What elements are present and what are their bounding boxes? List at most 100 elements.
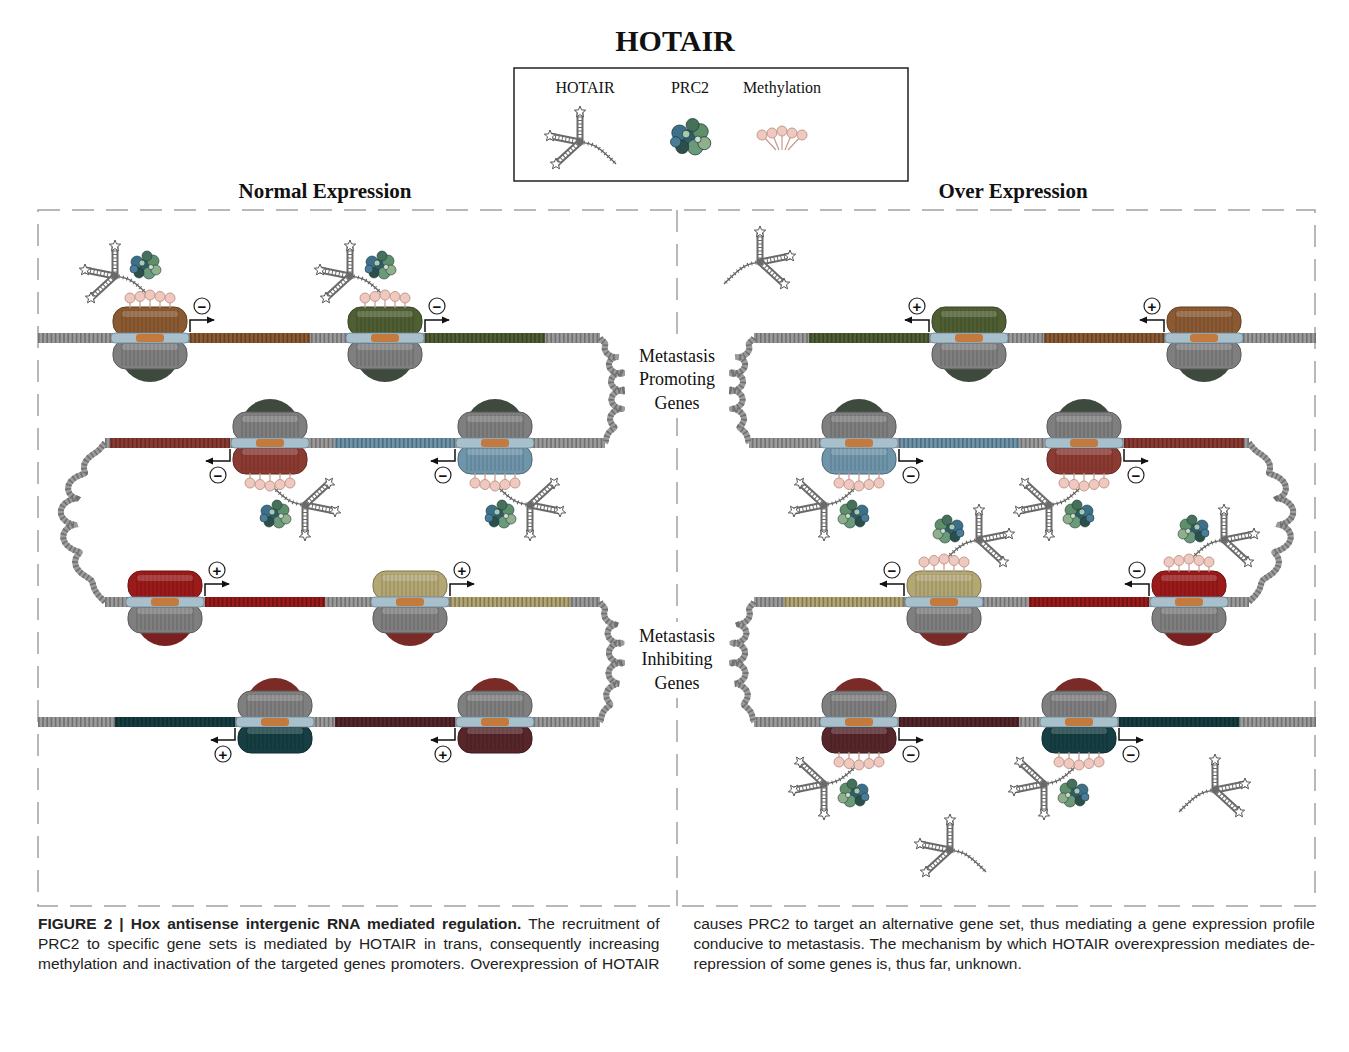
methylation-marks <box>834 473 884 491</box>
dna-strand <box>729 338 754 443</box>
dna-strand <box>38 717 600 727</box>
hotair-rna <box>760 256 790 262</box>
dna-strand <box>809 333 929 343</box>
nucleosome <box>845 718 873 726</box>
promoter-arrow <box>899 728 923 740</box>
hotair-rna <box>550 136 580 142</box>
hotair-rna <box>818 809 829 820</box>
dna-strand <box>729 338 754 443</box>
hotair-rna <box>1013 478 1085 541</box>
hotair-rna <box>305 483 329 505</box>
sign-circle <box>429 298 445 314</box>
hotair-rna <box>1048 505 1051 535</box>
hotair-rna <box>1014 784 1044 790</box>
nucleosome <box>456 399 534 474</box>
nucleosome <box>1042 724 1116 753</box>
dna-strand <box>1124 438 1244 448</box>
nucleosome <box>916 575 972 581</box>
dna-strand <box>1044 333 1164 343</box>
hotair-rna <box>79 264 90 275</box>
methylation-icon <box>797 130 807 140</box>
sign-circle <box>1129 562 1145 578</box>
hotair-rna <box>302 502 309 509</box>
prc2-complex <box>130 265 138 273</box>
dna-strand <box>784 597 904 607</box>
methylation-marks <box>470 478 480 488</box>
panel-heading: Normal Expression <box>239 180 412 203</box>
methylation-marks <box>1069 480 1079 490</box>
hotair-rna <box>580 142 616 164</box>
methylation-marks <box>390 292 400 302</box>
dna-strand <box>105 438 605 448</box>
nucleosome <box>1167 307 1241 336</box>
nucleosome <box>941 344 997 350</box>
hotair-rna <box>91 276 115 298</box>
methylation-marks <box>1089 480 1099 490</box>
regulation-sign: − <box>1133 563 1142 578</box>
nucleosome <box>346 307 424 382</box>
hotair-rna <box>1224 540 1248 562</box>
dna-strand <box>1119 717 1239 727</box>
hotair-rna <box>794 784 824 790</box>
dna-strand <box>335 717 455 727</box>
hotair-rna <box>530 505 560 511</box>
hotair-rna <box>1042 784 1047 814</box>
methylation-marks <box>370 292 380 302</box>
hotair-rna <box>794 505 824 511</box>
nucleosome <box>126 597 204 607</box>
prc2-complex <box>846 793 851 798</box>
hotair-rna <box>320 270 350 276</box>
promoter-arrow <box>899 449 923 461</box>
hotair-rna <box>1215 784 1245 790</box>
hotair-rna <box>320 270 350 276</box>
hotair-rna <box>580 142 616 164</box>
nucleosome <box>458 445 532 474</box>
dna-strand <box>110 438 230 448</box>
methylation-marks <box>245 478 255 488</box>
nucleosome <box>831 728 887 734</box>
hotair-rna <box>550 136 580 142</box>
hotair-rna <box>1233 806 1244 817</box>
methylation-marks <box>1174 556 1184 566</box>
nucleosome <box>1051 695 1107 701</box>
sign-circle <box>194 298 210 314</box>
methylation-marks <box>834 478 844 488</box>
hotair-rna <box>299 530 310 541</box>
promoter-arrow <box>190 320 214 332</box>
prc2-complex <box>384 265 389 270</box>
nucleosome <box>261 718 289 726</box>
nucleosome <box>932 340 1006 369</box>
nucleosome <box>458 412 532 441</box>
hotair-rna <box>821 502 828 509</box>
prc2-complex <box>130 251 161 279</box>
hotair-rna <box>91 276 115 298</box>
nucleosome <box>1165 307 1243 382</box>
promoter-arrow <box>206 449 230 461</box>
nucleosome <box>845 439 873 447</box>
hotair-rna <box>548 478 559 489</box>
dna-strand <box>1249 443 1293 602</box>
hotair-rna <box>1025 483 1049 505</box>
hotair-rna <box>112 273 119 280</box>
prc2-complex <box>1201 529 1209 537</box>
hotair-rna <box>794 505 824 511</box>
nucleosome <box>1040 717 1118 727</box>
nucleosome <box>1150 597 1228 607</box>
methylation-icon <box>787 128 797 138</box>
dna-strand <box>61 443 105 602</box>
hotair-rna <box>1188 504 1260 567</box>
dna-strand <box>1029 597 1149 607</box>
nucleosome <box>111 307 189 382</box>
nucleosome <box>136 334 164 342</box>
hotair-rna <box>550 158 561 169</box>
prc2-complex <box>377 251 387 261</box>
promoter-arrow <box>431 449 455 461</box>
hotair-rna <box>1019 505 1049 511</box>
dna-strand <box>450 597 570 607</box>
nucleosome <box>831 416 887 422</box>
methylation-marks <box>1204 557 1214 567</box>
hotair-rna <box>1213 760 1218 790</box>
hotair-rna <box>1223 510 1226 540</box>
hotair-rna <box>1215 784 1245 790</box>
nucleosome <box>941 311 997 317</box>
